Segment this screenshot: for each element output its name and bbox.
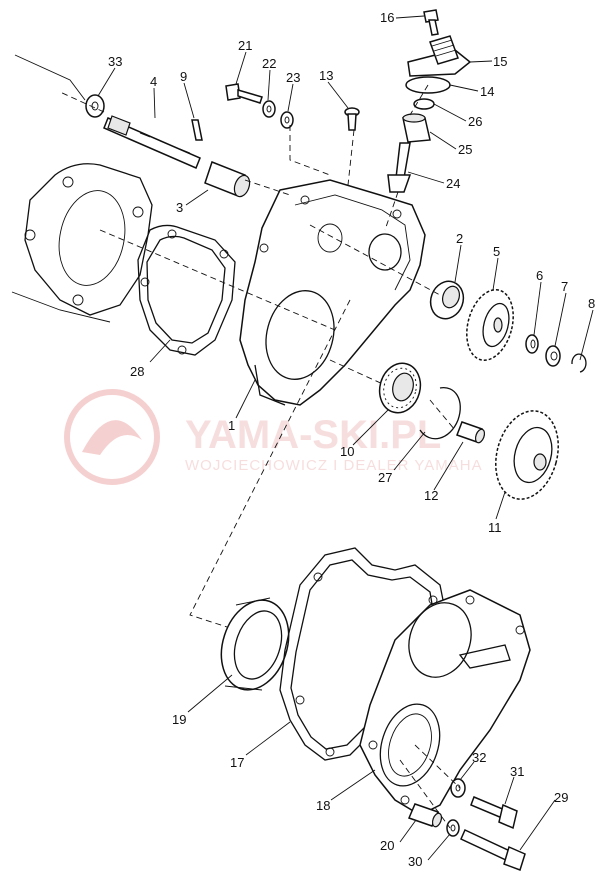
circlip-27 — [419, 387, 461, 440]
gear-11 — [495, 410, 559, 500]
callout-26: 26 — [468, 114, 482, 129]
callout-6: 6 — [536, 268, 543, 283]
bolt-31 — [470, 796, 518, 830]
callout-14: 14 — [480, 84, 494, 99]
bolt-29 — [460, 828, 526, 871]
shaft-4 — [103, 115, 201, 169]
callout-2: 2 — [456, 231, 463, 246]
callout-4: 4 — [150, 74, 157, 89]
callout-22: 22 — [262, 56, 276, 71]
callout-5: 5 — [493, 244, 500, 259]
callout-33: 33 — [108, 54, 122, 69]
pin-12 — [456, 421, 486, 444]
callout-19: 19 — [172, 712, 186, 727]
callout-15: 15 — [493, 54, 507, 69]
callout-30: 30 — [408, 854, 422, 869]
watermark-subtitle: WOJCIECHOWICZ I DEALER YAMAHA — [185, 457, 483, 474]
callout-29: 29 — [554, 790, 568, 805]
watermark-logo — [64, 389, 160, 485]
bolt-16 — [423, 9, 439, 36]
callout-20: 20 — [380, 838, 394, 853]
dowel-20 — [407, 803, 443, 828]
callout-9: 9 — [180, 69, 187, 84]
callout-24: 24 — [446, 176, 460, 191]
washer-22 — [262, 100, 276, 118]
callout-25: 25 — [458, 142, 472, 157]
watermark-logo-swoosh — [82, 420, 142, 455]
callout-32: 32 — [472, 750, 486, 765]
washer-33 — [85, 94, 105, 118]
crankcase-outline — [11, 54, 153, 323]
callout-21: 21 — [238, 38, 252, 53]
callout-8: 8 — [588, 296, 595, 311]
gasket-28 — [137, 224, 236, 356]
callout-23: 23 — [286, 70, 300, 85]
oil-seal-19 — [220, 597, 290, 691]
callout-31: 31 — [510, 764, 524, 779]
callout-1: 1 — [228, 418, 235, 433]
watermark-brand: YAMA-SKI.PL — [185, 413, 441, 457]
assembly-lines-upper — [59, 84, 456, 629]
fitting-15 — [407, 35, 472, 77]
callout-10: 10 — [340, 444, 354, 459]
bearing-2 — [429, 280, 465, 320]
washer-6 — [525, 334, 539, 354]
washer-23 — [280, 111, 294, 129]
callout-28: 28 — [130, 364, 144, 379]
assembly-lines-lower — [399, 744, 461, 829]
callout-27: 27 — [378, 470, 392, 485]
circlip-8 — [571, 353, 587, 373]
screw-13 — [344, 107, 360, 131]
callout-13: 13 — [319, 68, 333, 83]
bushing-25 — [402, 113, 431, 143]
leader-lines — [97, 15, 594, 861]
bolt-21 — [225, 83, 263, 104]
gear-24 — [387, 142, 412, 193]
watermark: YAMA-SKI.PL WOJCIECHOWICZ I DEALER YAMAH… — [64, 389, 483, 485]
callout-3: 3 — [176, 200, 183, 215]
washer-30 — [446, 819, 460, 837]
washer-32 — [450, 778, 466, 798]
callout-12: 12 — [424, 488, 438, 503]
bearing-10 — [378, 362, 422, 414]
pin-9 — [191, 119, 203, 141]
callout-11: 11 — [488, 520, 502, 535]
washer-7 — [545, 345, 561, 367]
callout-7: 7 — [561, 279, 568, 294]
pump-housing-1 — [239, 179, 426, 406]
callout-16: 16 — [380, 10, 394, 25]
callout-18: 18 — [316, 798, 330, 813]
cover-18 — [359, 589, 531, 816]
gear-5 — [466, 289, 514, 361]
callout-17: 17 — [230, 755, 244, 770]
callout-labels: 33 4 9 3 21 22 23 13 16 15 14 26 25 24 2… — [108, 10, 595, 869]
